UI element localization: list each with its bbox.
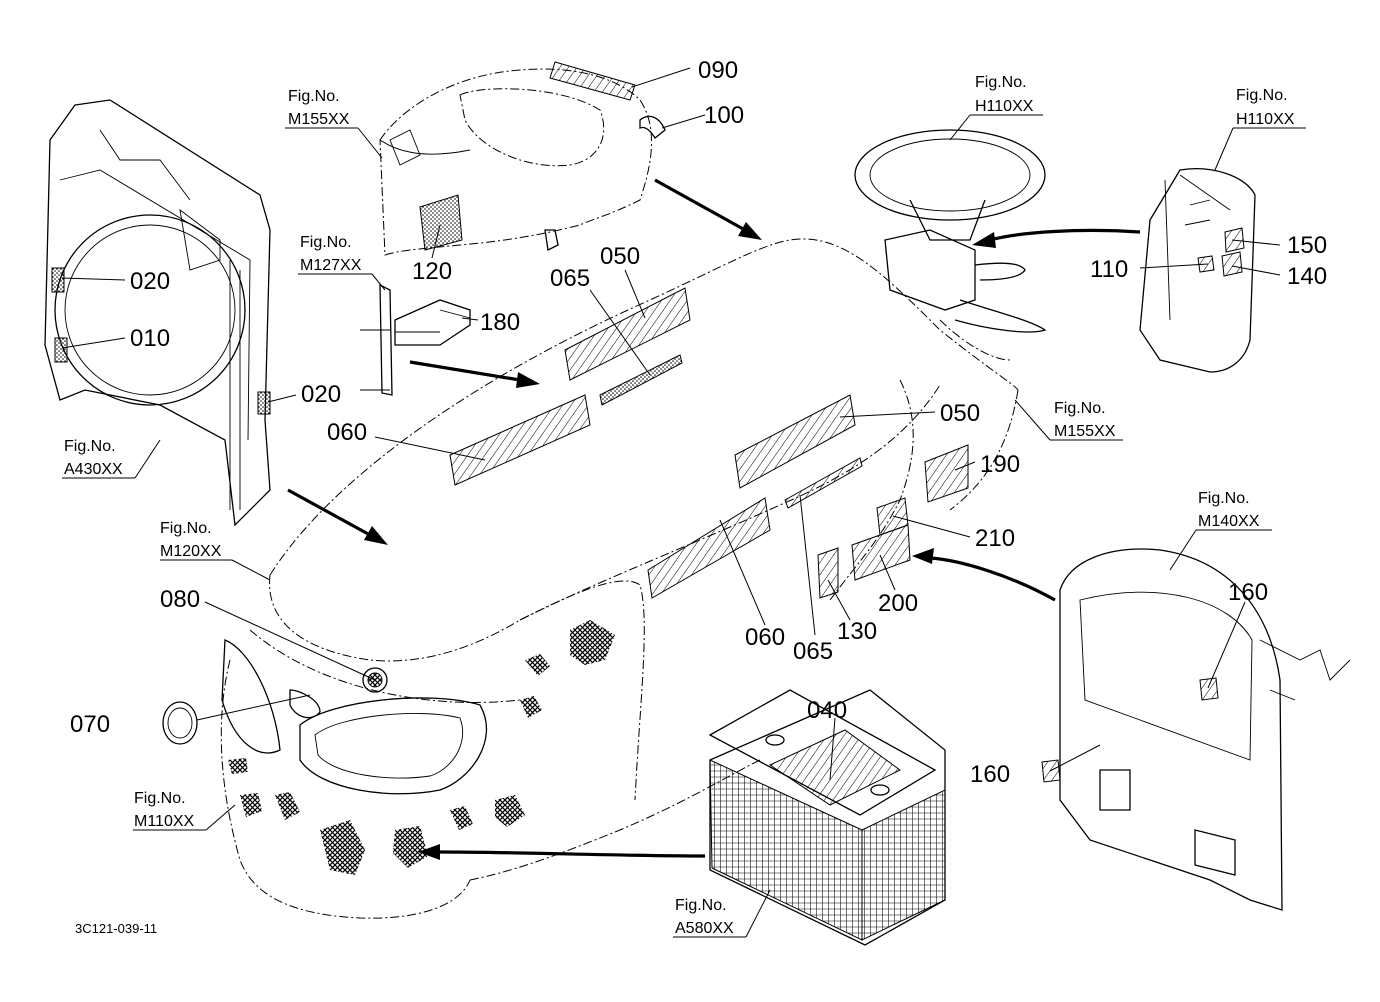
decal-050-upper	[564, 287, 691, 381]
fig-ref-code: M140XX	[1198, 513, 1260, 530]
emblem-070	[162, 701, 198, 745]
decal-190	[924, 444, 969, 503]
assembly-arrows	[287, 178, 1141, 860]
callout-065: 065	[793, 638, 833, 665]
side-panel-h110	[1139, 168, 1256, 373]
radiator-panel	[44, 99, 271, 527]
fig-ref-code: M127XX	[300, 257, 362, 274]
callout-150: 150	[1287, 232, 1327, 259]
fig-ref-label: Fig.No.	[288, 88, 340, 105]
decal-040	[768, 729, 901, 806]
callout-065: 065	[550, 265, 590, 292]
decal-060-side	[647, 497, 771, 599]
callout-130: 130	[837, 618, 877, 645]
callout-120: 120	[412, 258, 452, 285]
callout-160: 160	[970, 761, 1010, 788]
decal-160-upper	[1199, 677, 1219, 701]
steering-assembly	[854, 129, 1047, 361]
fig-ref-code: M120XX	[160, 543, 222, 560]
callout-210: 210	[975, 525, 1015, 552]
decal-050-side	[734, 394, 856, 489]
callout-090: 090	[698, 57, 738, 84]
fig-ref-label: Fig.No.	[675, 897, 727, 914]
callout-020: 020	[301, 381, 341, 408]
callout-080: 080	[160, 586, 200, 613]
fig-ref-label: Fig.No.	[1054, 400, 1106, 417]
callout-050: 050	[940, 400, 980, 427]
callout-200: 200	[878, 590, 918, 617]
decal-200	[851, 524, 911, 581]
callout-040: 040	[807, 697, 847, 724]
callout-100: 100	[704, 102, 744, 129]
figure-references: Fig.No. M155XX Fig.No. M127XX Fig.No. A4…	[64, 74, 1295, 937]
decal-130	[817, 547, 839, 599]
decal-060-upper	[449, 394, 591, 486]
callout-010: 010	[130, 325, 170, 352]
fig-ref-code: M155XX	[1054, 423, 1116, 440]
callout-110: 110	[1090, 256, 1128, 283]
decal-140	[1221, 251, 1243, 277]
decal-010	[54, 337, 68, 363]
fig-ref-code: H110XX	[1236, 111, 1295, 128]
callout-160: 160	[1228, 579, 1268, 606]
fig-ref-code: M155XX	[288, 111, 350, 128]
front-panel	[379, 61, 666, 256]
decal-020-top	[51, 267, 65, 293]
callout-050: 050	[600, 243, 640, 270]
fig-ref-label: Fig.No.	[64, 438, 116, 455]
decal-065-upper	[599, 354, 683, 406]
decal-065-side	[784, 457, 863, 509]
rear-panel-m140	[1041, 548, 1351, 911]
callout-060: 060	[327, 419, 367, 446]
fig-ref-code: H110XX	[975, 98, 1034, 115]
fig-ref-code: A430XX	[64, 461, 123, 478]
callout-020: 020	[130, 268, 170, 295]
hood-decals	[362, 287, 969, 693]
fig-ref-label: Fig.No.	[1236, 87, 1288, 104]
fig-ref-label: Fig.No.	[975, 74, 1027, 91]
fig-ref-label: Fig.No.	[160, 520, 212, 537]
callout-070: 070	[70, 711, 110, 738]
fig-ref-label: Fig.No.	[1198, 490, 1250, 507]
bracket-180	[360, 283, 471, 396]
callout-labels: 090 100 120 020 010 020 180 065 050 060 …	[70, 57, 1327, 788]
fig-ref-label: Fig.No.	[300, 234, 352, 251]
fig-ref-label: Fig.No.	[134, 790, 186, 807]
decal-090	[549, 61, 636, 101]
fig-ref-code: M110XX	[134, 813, 195, 830]
decal-120	[419, 194, 463, 251]
decal-020-side	[257, 391, 271, 415]
grill-mesh	[228, 620, 615, 875]
callout-140: 140	[1287, 263, 1327, 290]
document-id: 3C121-039-11	[75, 921, 157, 936]
emblem-080	[362, 667, 388, 693]
callout-180: 180	[480, 309, 520, 336]
callout-060: 060	[745, 624, 785, 651]
battery	[708, 689, 946, 946]
figure-ref-leaders	[62, 114, 1306, 938]
bracket-100	[639, 115, 666, 139]
leader-lines	[61, 67, 1281, 781]
fig-ref-code: A580XX	[675, 920, 734, 937]
callout-190: 190	[980, 451, 1020, 478]
